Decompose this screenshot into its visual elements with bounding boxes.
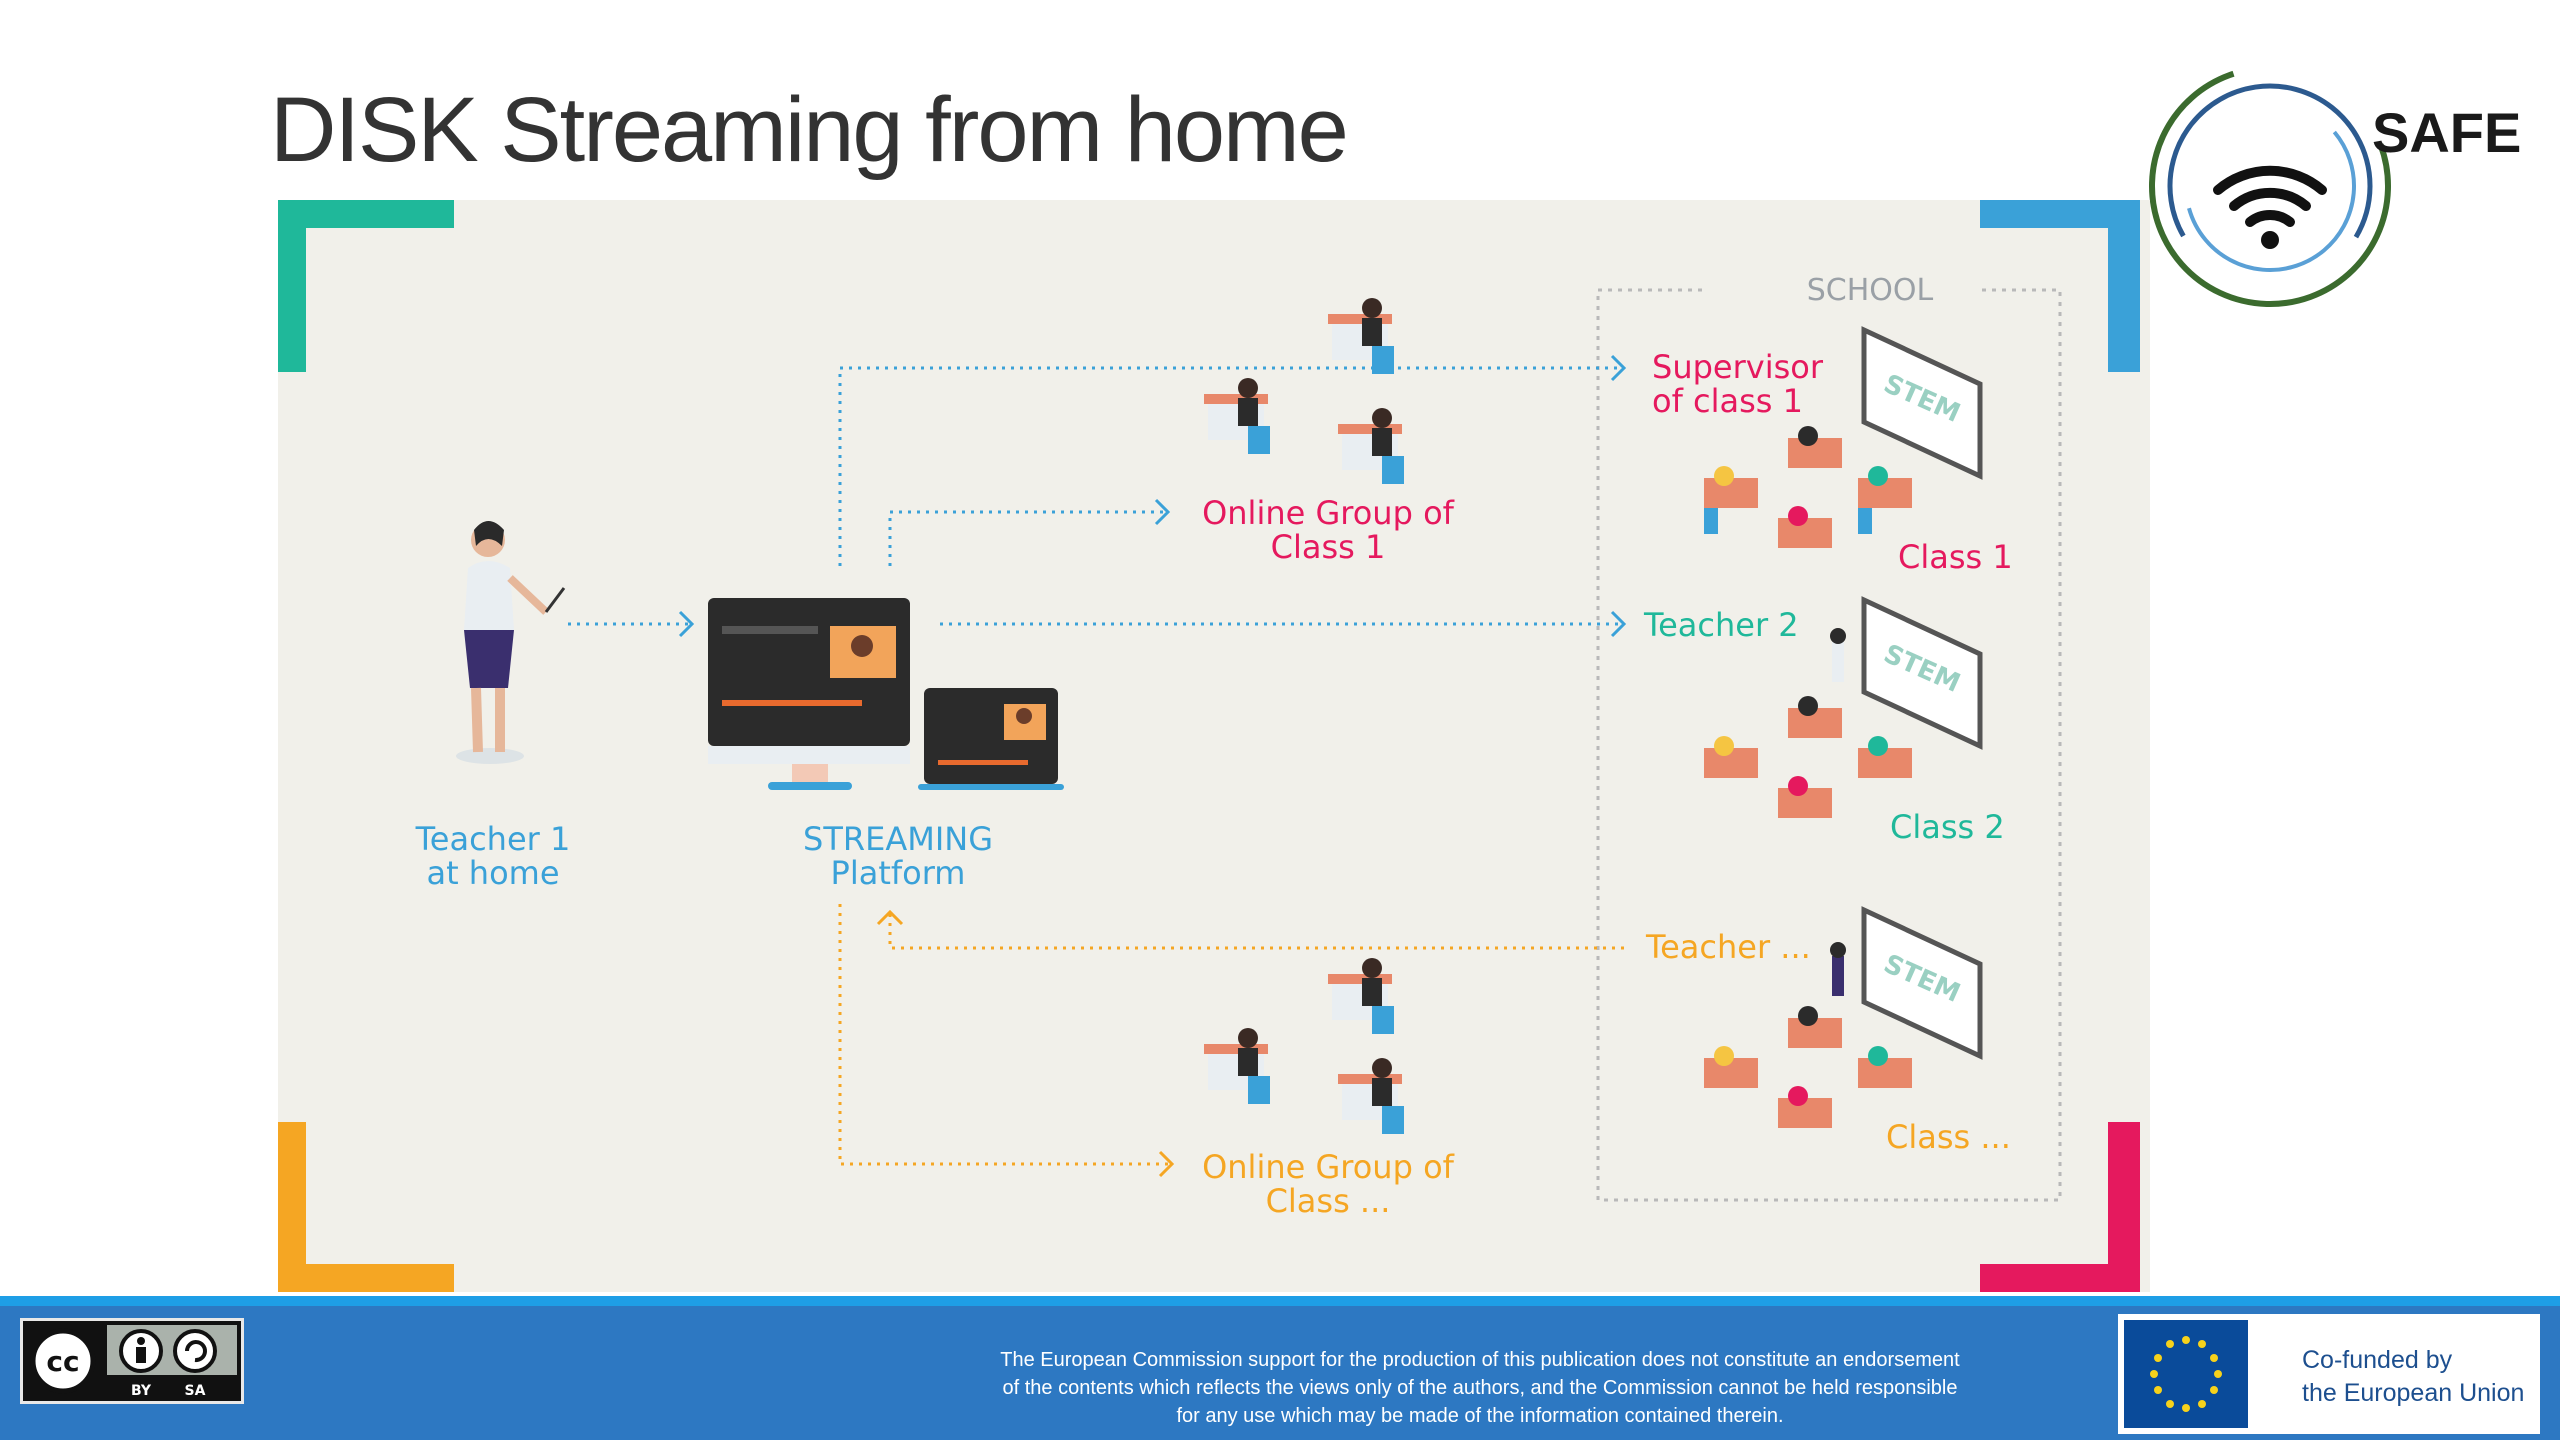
teacher-figure <box>456 521 566 764</box>
safe-logo-text: SAFE <box>2372 101 2522 164</box>
corner-bracket-bottom-right <box>1980 1122 2140 1292</box>
cc-license-badge: cc BY SA <box>20 1318 244 1404</box>
diagram-panel: STEM STEM STEM <box>278 200 2150 1292</box>
connector-lines-blue <box>568 366 1618 626</box>
class-n-label: Class ... <box>1886 1118 2011 1156</box>
connector-lines-orange <box>838 904 1630 1166</box>
cc-license-icon: cc BY SA <box>23 1321 241 1401</box>
svg-text:BY: BY <box>131 1383 152 1399</box>
arrowheads-orange <box>876 909 1175 1178</box>
arrowheads-blue <box>678 354 1627 638</box>
eu-flag-icon <box>2124 1320 2248 1428</box>
teacher-n-label: Teacher ... <box>1646 928 1811 966</box>
slide-title: DISK Streaming from home <box>270 79 1349 181</box>
eu-cofunded-label: Co-funded by the European Union <box>2302 1346 2525 1407</box>
svg-text:cc: cc <box>46 1345 79 1378</box>
class-students-2 <box>1704 628 1912 818</box>
class-students-1 <box>1704 426 1912 548</box>
corner-bracket-top-left <box>278 200 454 372</box>
stem-board-1: STEM <box>1861 326 1983 480</box>
safe-logo <box>2149 65 2391 307</box>
teacher2-label: Teacher 2 <box>1644 606 1799 644</box>
eu-disclaimer: The European Commission support for the … <box>1000 1349 1960 1427</box>
stem-board-3: STEM <box>1861 906 1983 1060</box>
class-students-n <box>1704 942 1912 1128</box>
class2-label: Class 2 <box>1890 808 2005 846</box>
stem-board-2: STEM <box>1861 596 1983 750</box>
corner-bracket-top-right <box>1980 200 2140 372</box>
diagram-graphics: STEM STEM STEM <box>278 200 2140 1292</box>
online-group-students-1 <box>1204 298 1404 484</box>
school-label: SCHOOL <box>1806 273 1934 308</box>
class1-label: Class 1 <box>1898 538 2013 576</box>
online-group-students-n <box>1204 958 1404 1134</box>
streaming-monitor <box>708 598 1064 790</box>
school-box <box>1596 288 2062 1202</box>
wifi-icon <box>2213 165 2327 249</box>
corner-bracket-bottom-left <box>278 1122 454 1292</box>
svg-text:SA: SA <box>185 1383 206 1399</box>
